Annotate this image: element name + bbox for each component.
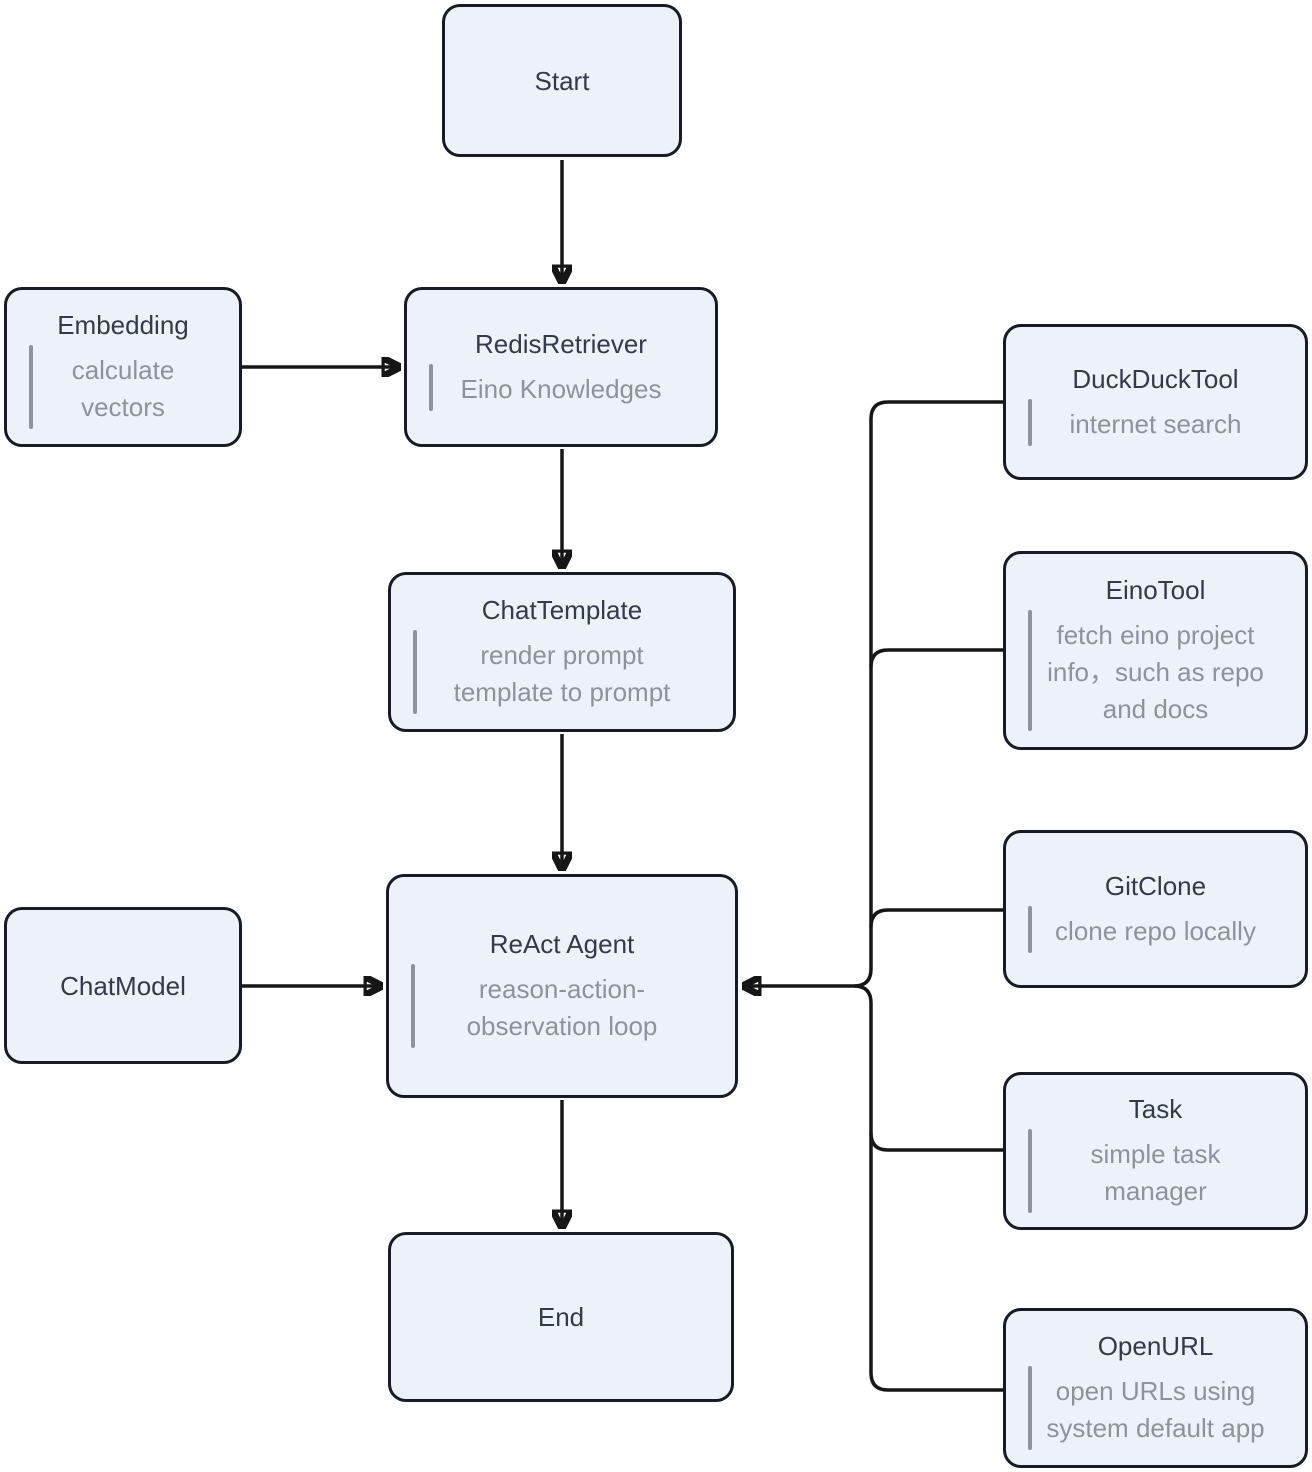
node-redisretriever: RedisRetriever Eino Knowledges	[404, 287, 718, 447]
node-title: RedisRetriever	[475, 328, 647, 359]
node-title: Task	[1128, 1094, 1183, 1124]
node-react-agent: ReAct Agent reason-action-observation lo…	[386, 874, 738, 1098]
node-title: End	[537, 1302, 585, 1332]
node-subtitle: clone repo locally	[1055, 915, 1256, 946]
node-title: ChatModel	[60, 970, 186, 1001]
node-task: Task simple task manager	[1003, 1072, 1308, 1230]
edge-openurl-to-reactagent	[853, 984, 1003, 1392]
quote-bar	[429, 363, 433, 411]
node-openurl: OpenURL open URLs using system default a…	[1003, 1308, 1308, 1468]
node-title: ChatTemplate	[481, 595, 643, 625]
edge-einotool-to-trunk	[869, 648, 1003, 668]
quote-bar	[411, 964, 415, 1048]
node-einotool: EinoTool fetch eino project info，such as…	[1003, 551, 1308, 750]
quote-bar	[1028, 905, 1032, 953]
quote-bar	[1028, 1366, 1032, 1450]
node-duckducktool: DuckDuckTool internet search	[1003, 324, 1308, 480]
node-subtitle: fetch eino project info，such as repo and…	[1047, 620, 1264, 724]
node-start: Start	[442, 4, 682, 157]
node-subtitle: simple task manager	[1090, 1139, 1221, 1206]
quote-bar	[1028, 398, 1032, 446]
edge-gitclone-to-trunk	[869, 908, 1003, 928]
node-subtitle: render prompt template to prompt	[453, 640, 671, 707]
node-title: Start	[534, 65, 590, 96]
quote-bar	[1028, 610, 1032, 731]
edge-task-to-trunk	[869, 1132, 1003, 1152]
node-subtitle: open URLs using system default app	[1046, 1376, 1265, 1443]
node-subtitle: internet search	[1069, 408, 1242, 439]
node-title: GitClone	[1104, 870, 1207, 901]
node-title: EinoTool	[1105, 575, 1206, 605]
node-embedding: Embedding calculate vectors	[4, 287, 242, 447]
edge-duckducktool-to-reactagent	[745, 400, 1003, 986]
node-title: OpenURL	[1097, 1331, 1214, 1361]
node-subtitle: calculate vectors	[71, 355, 175, 422]
node-chattemplate: ChatTemplate render prompt template to p…	[388, 572, 736, 732]
node-gitclone: GitClone clone repo locally	[1003, 830, 1308, 988]
node-title: DuckDuckTool	[1072, 363, 1239, 394]
quote-bar	[1028, 1129, 1032, 1213]
node-subtitle: reason-action-observation loop	[466, 974, 658, 1041]
node-title: Embedding	[57, 310, 189, 340]
node-end: End	[388, 1232, 734, 1402]
node-title: ReAct Agent	[489, 929, 635, 959]
node-chatmodel: ChatModel	[4, 907, 242, 1064]
quote-bar	[29, 345, 33, 429]
quote-bar	[413, 630, 417, 714]
node-subtitle: Eino Knowledges	[460, 373, 662, 404]
